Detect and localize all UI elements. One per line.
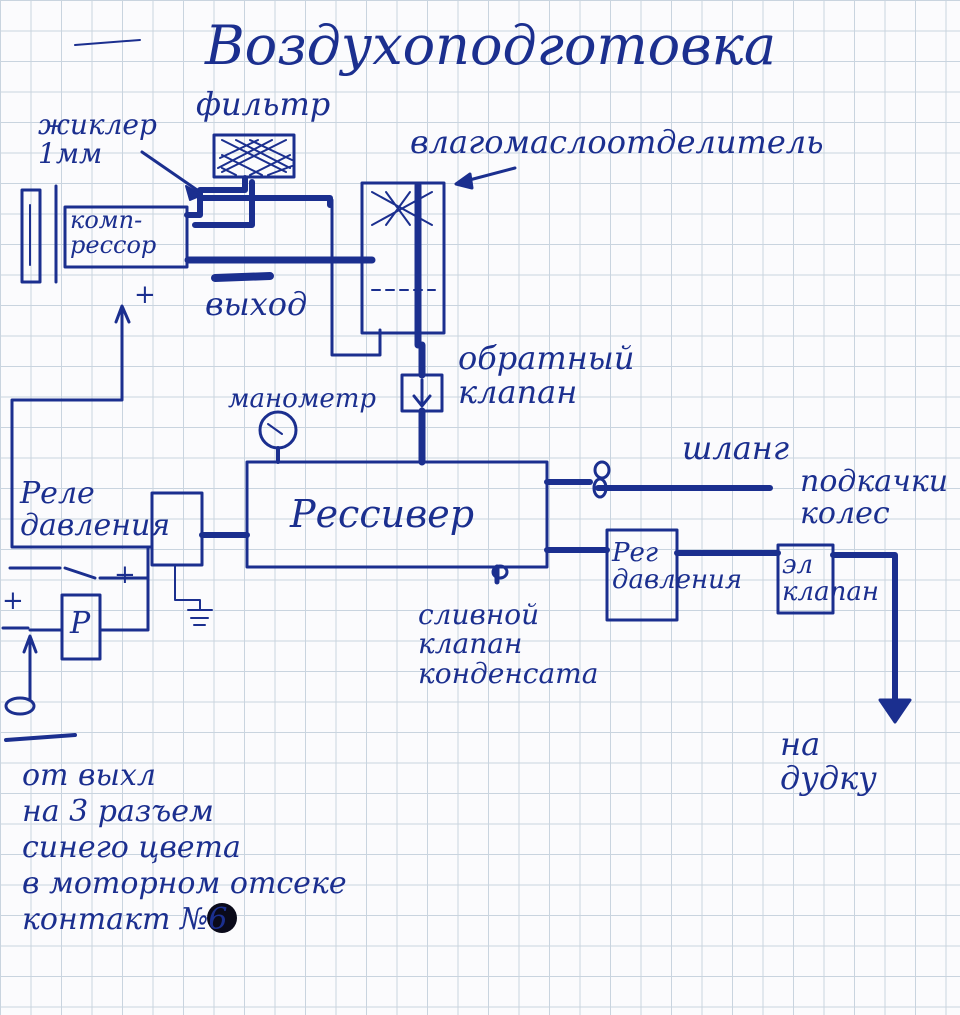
check-valve-label: обратный клапан [458, 342, 634, 409]
plus-left-label: + [2, 588, 24, 615]
note-arrow [24, 636, 36, 700]
regulator-label: Рег давления [612, 540, 742, 595]
to-horn-label: на дудку [780, 728, 877, 795]
diagram-title: Воздухоподготовка [205, 18, 776, 75]
separator-mesh [372, 192, 432, 225]
wiring-note: от выхл на 3 разъем синего цвета в мотор… [22, 758, 347, 938]
output-arrow [215, 276, 270, 278]
p-box-label: Р [70, 608, 90, 640]
filter-label: фильтр [196, 88, 330, 122]
plus-compressor-label: + [134, 282, 156, 309]
hose-label: шланг [682, 432, 789, 466]
hose-fitting [595, 462, 609, 478]
gauge-label: манометр [228, 386, 376, 413]
drain-valve-label: сливной клапан конденсата [418, 600, 598, 688]
hose-pipe [547, 482, 770, 488]
ground-symbol [175, 565, 212, 625]
output-label: выход [205, 288, 307, 322]
pressure-relay-label: Реле давления [20, 478, 170, 541]
compressor-label: комп- рессор [70, 208, 156, 258]
receiver-label: Рессивер [290, 495, 474, 535]
separator-label: влагомаслоотделитель [410, 126, 824, 160]
filter-mesh [218, 140, 292, 175]
compressor-bracket [22, 186, 56, 282]
el-valve-label: эл клапан [782, 552, 879, 607]
plus-relay-label: + [114, 562, 136, 589]
jet-label: жиклер 1мм [38, 110, 157, 169]
tire-inflation-label: подкачки колес [800, 466, 948, 529]
upper-pipe [200, 198, 330, 205]
